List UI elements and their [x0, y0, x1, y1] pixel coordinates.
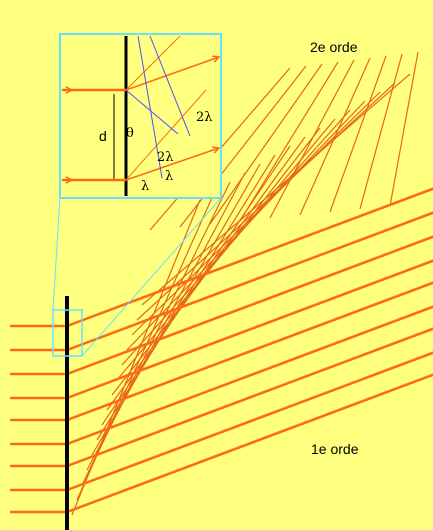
inset-construction-line — [149, 35, 191, 137]
second-order-ray — [359, 53, 403, 210]
first-order-ray — [66, 211, 433, 352]
first-order-ray — [66, 235, 433, 376]
inset-frame — [59, 33, 222, 199]
first-order-ray — [66, 259, 433, 400]
inset-arrow-diffracted-top — [211, 55, 221, 63]
first-order-ray — [66, 373, 433, 514]
inset-second-order-ray-top — [125, 35, 181, 91]
second-order-ray — [239, 61, 339, 222]
incident-rays — [10, 324, 67, 514]
first-order-ray — [66, 187, 433, 328]
inset-diffracted-ray-top — [125, 56, 220, 91]
first-order-ray — [66, 281, 433, 422]
second-order-ray — [299, 57, 371, 216]
label-2lambda-lower: 2λ — [157, 150, 174, 165]
label-lambda-left: λ — [141, 179, 149, 194]
second-order-ray — [179, 65, 307, 228]
zoom-connector-left — [52, 197, 61, 311]
inset-construction-line — [125, 89, 179, 135]
second-order-ray — [121, 109, 351, 366]
first-order-ray — [66, 327, 433, 468]
first-order-ray — [66, 305, 433, 446]
first-order-ray — [66, 351, 433, 492]
inset-second-order-ray-bottom — [125, 89, 207, 181]
zoom-source-box — [52, 309, 83, 357]
second-order-ray — [269, 59, 355, 219]
label-2lambda-upper: 2λ — [196, 110, 213, 125]
second-order-ray — [209, 63, 323, 225]
second-order-ray — [329, 55, 387, 213]
second-order-ray — [389, 51, 419, 207]
inset-arrow-incident-top — [65, 86, 74, 94]
inset-arrow-diffracted-bottom — [211, 146, 221, 154]
first-order-rays — [66, 187, 433, 514]
second-order-ray — [126, 100, 366, 351]
label-first-order: 1e orde — [311, 441, 359, 457]
inset-magnified-view: d θ 2λ 2λ λ λ — [59, 33, 222, 199]
inset-content — [62, 35, 221, 196]
label-lambda-right: λ — [165, 169, 173, 184]
inset-construction-line — [137, 35, 163, 179]
label-theta: θ — [126, 126, 134, 141]
label-d: d — [99, 128, 107, 144]
second-order-ray — [131, 91, 381, 336]
zoom-connector-right — [81, 197, 222, 357]
inset-diffracted-ray-bottom — [125, 147, 220, 181]
second-order-ray — [136, 82, 396, 321]
second-order-wavefronts — [71, 51, 419, 516]
inset-arrow-incident-bottom — [65, 176, 74, 184]
label-second-order: 2e orde — [310, 39, 358, 55]
